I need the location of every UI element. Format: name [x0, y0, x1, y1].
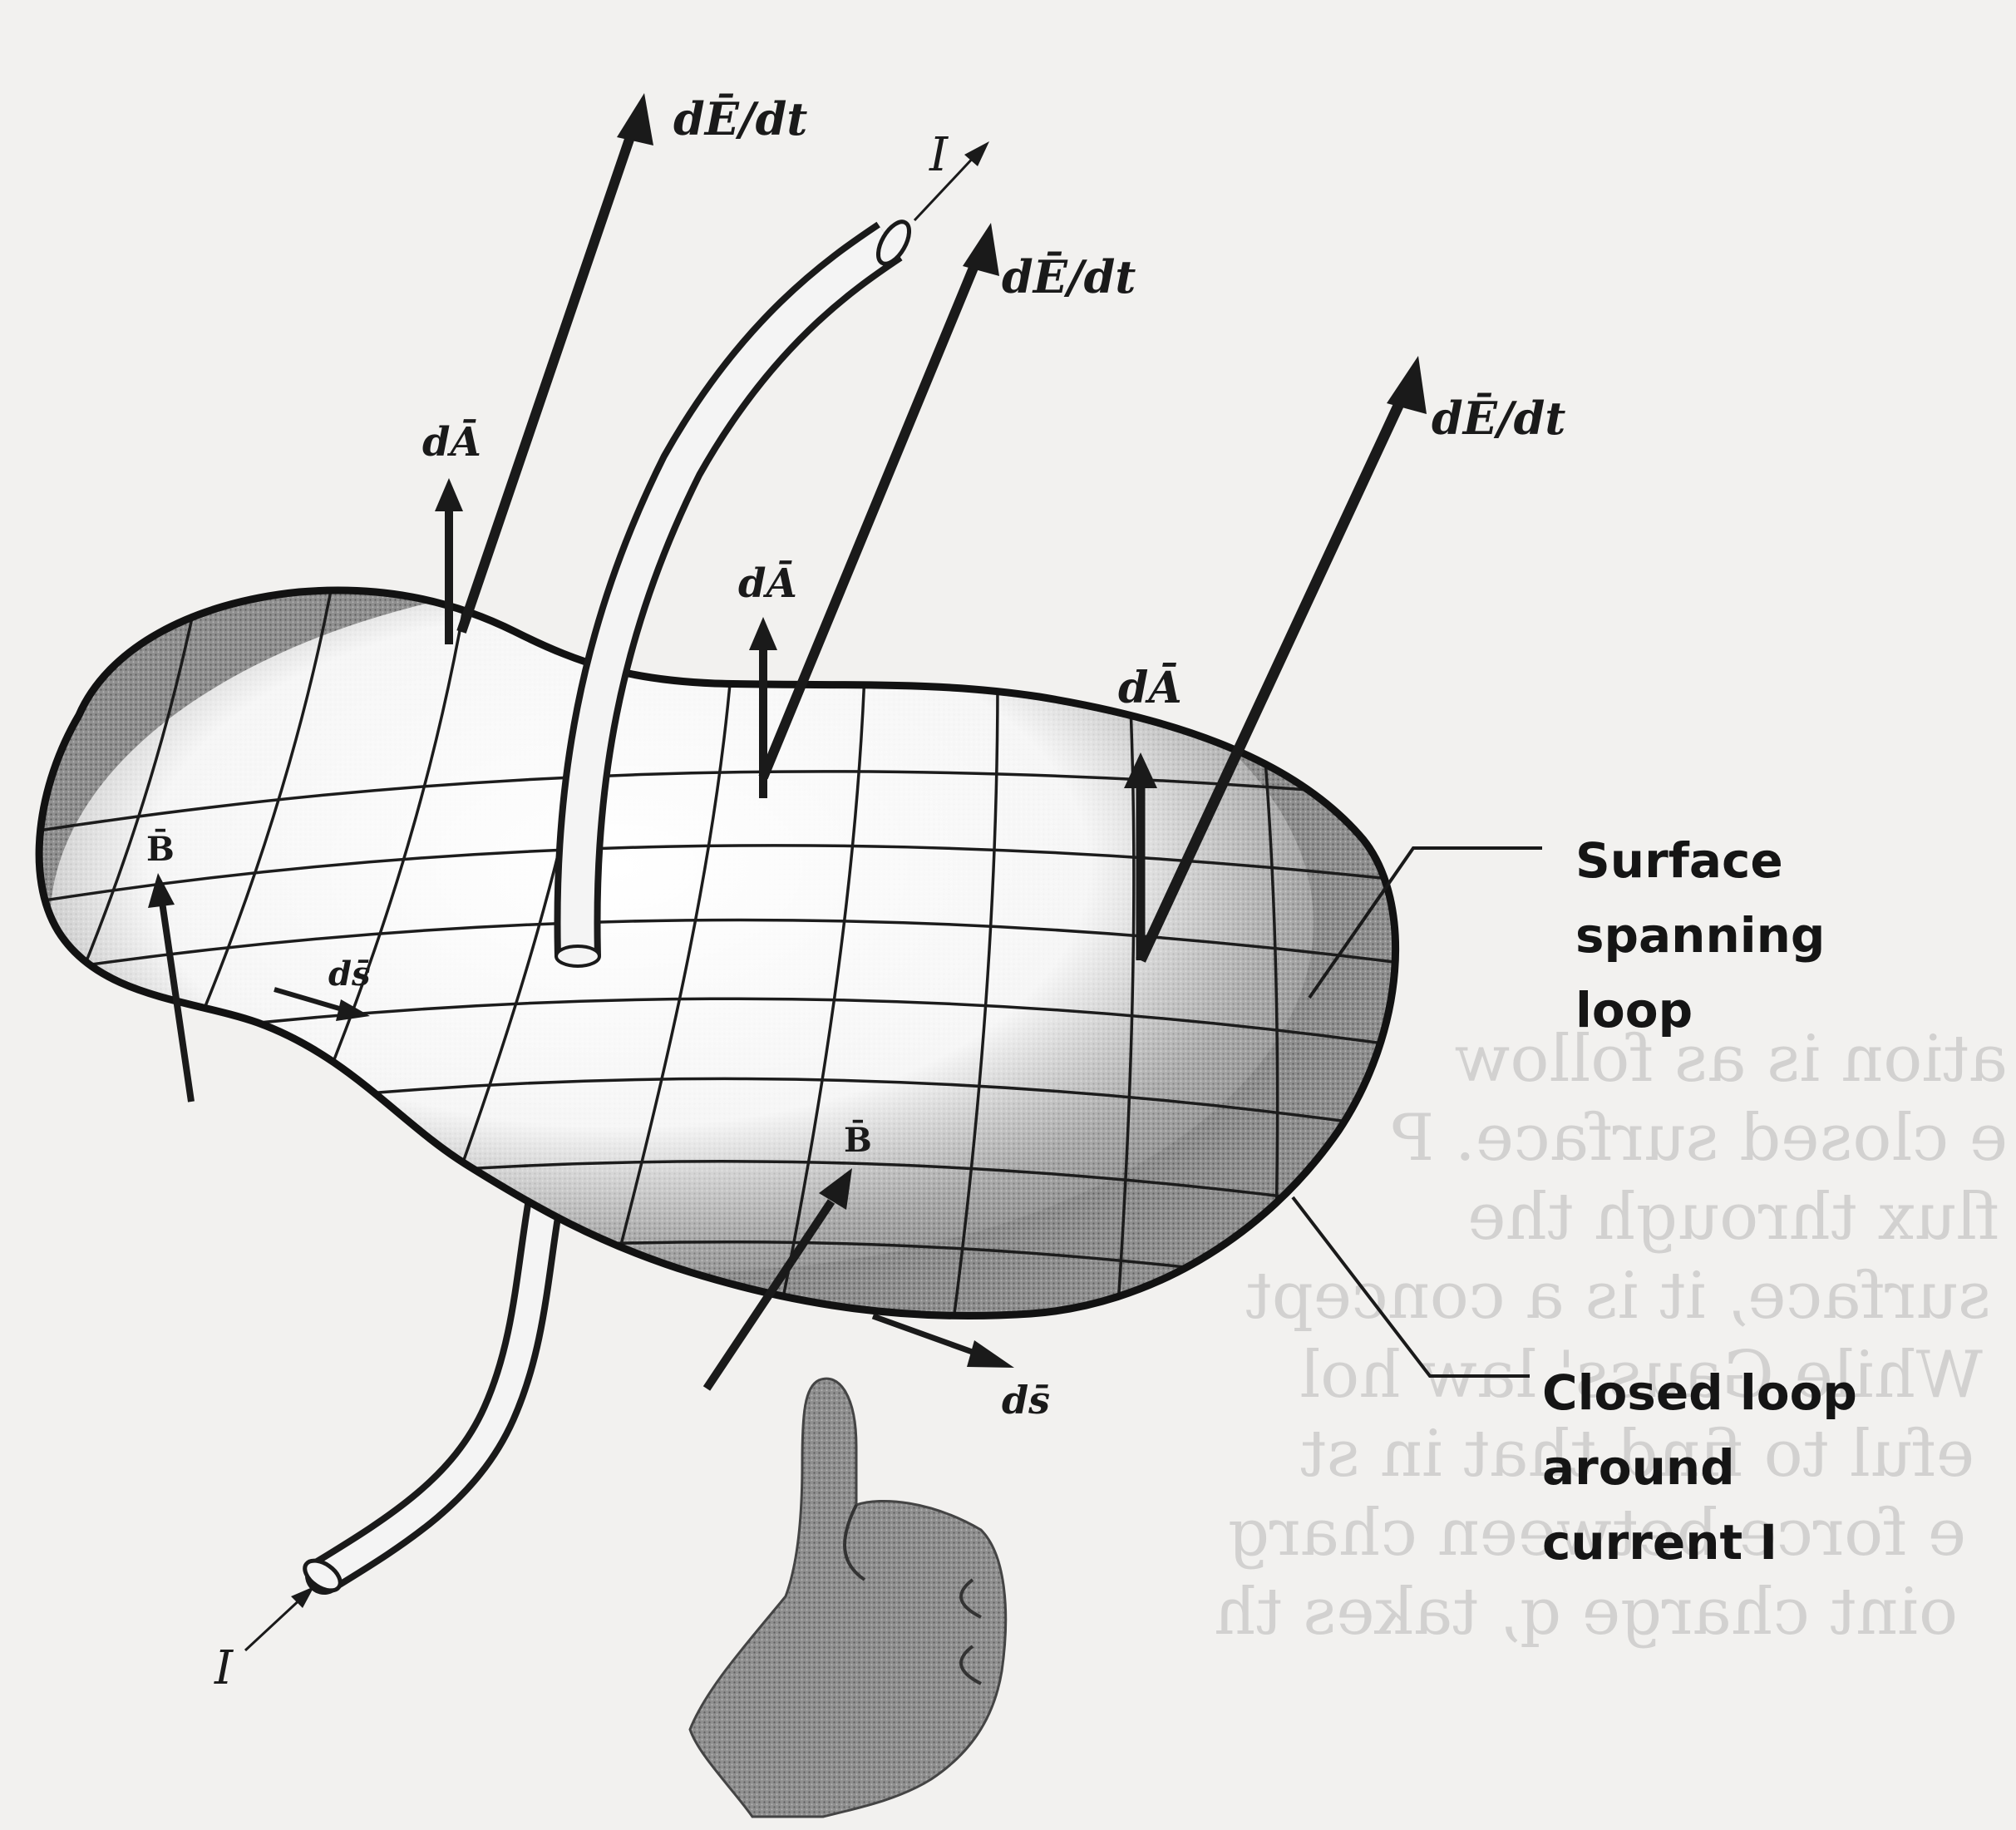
right-hand-thumb-icon	[688, 1377, 1008, 1818]
label-dE-dt-3: dĒ/dt	[1432, 392, 1565, 445]
ds-arrow-front	[871, 1313, 1014, 1368]
bleed-line-3: flux through the	[1467, 1180, 1999, 1255]
loop-callout-line-1: Closed loop	[1542, 1364, 1857, 1421]
bleed-line-6: eful to find that in st	[1300, 1417, 1974, 1492]
label-dE-dt-1: dĒ/dt	[673, 92, 807, 146]
spanning-surface	[35, 586, 1399, 1320]
label-B-left: B̄	[146, 830, 175, 869]
loop-callout-line	[1291, 1196, 1530, 1378]
label-current-bottom: I	[214, 1641, 234, 1695]
B-arrow-front	[702, 1168, 852, 1391]
label-dE-dt-2: dĒ/dt	[1002, 250, 1136, 303]
dA-arrow-2	[749, 617, 777, 798]
label-ds-left: ds̄	[328, 954, 371, 994]
dE-dt-arrow-1	[456, 93, 653, 634]
current-arrow-top	[913, 141, 989, 222]
loop-callout: Closed loop around current I	[1542, 1364, 1857, 1571]
bleed-line-5: While Gauss' law hol	[1299, 1338, 1983, 1413]
bleed-through-text: ation is as follow e closed surface. P f…	[1215, 1022, 2008, 1650]
ds-arrow-left	[274, 987, 370, 1021]
lower-wire	[303, 1157, 568, 1595]
bleed-line-7: e force between charg	[1228, 1496, 1966, 1571]
current-arrow-bottom	[244, 1586, 314, 1652]
dA-arrow-3	[1124, 752, 1157, 960]
surface-callout: Surface spanning loop	[1575, 832, 1825, 1038]
bleed-line-1: ation is as follow	[1455, 1022, 2008, 1097]
upper-wire	[554, 220, 912, 968]
label-ds-front: ds̄	[1002, 1378, 1050, 1423]
label-dA-3: dĀ	[1118, 663, 1182, 713]
label-current-top: I	[929, 128, 949, 182]
loop-callout-line-2: around	[1542, 1439, 1735, 1496]
loop-callout-line-3: current I	[1542, 1514, 1777, 1571]
bleed-line-2: e closed surface. P	[1391, 1101, 2008, 1176]
bleed-line-8: oint charge q, takes th	[1215, 1575, 1958, 1650]
dE-dt-arrow-2	[758, 223, 999, 780]
label-dA-2: dĀ	[738, 560, 797, 607]
B-arrow-left	[148, 873, 195, 1102]
surface-callout-line-1: Surface	[1575, 832, 1783, 889]
surface-callout-line-3: loop	[1575, 982, 1693, 1038]
label-dA-1: dĀ	[422, 418, 481, 466]
dA-arrow-1	[435, 478, 463, 644]
dE-dt-arrow-3	[1136, 356, 1427, 963]
surface-callout-line	[1308, 846, 1542, 999]
surface-callout-line-2: spanning	[1575, 907, 1825, 964]
label-B-front: B̄	[844, 1121, 872, 1160]
bleed-line-4: surface, it is a concept	[1245, 1259, 1991, 1334]
